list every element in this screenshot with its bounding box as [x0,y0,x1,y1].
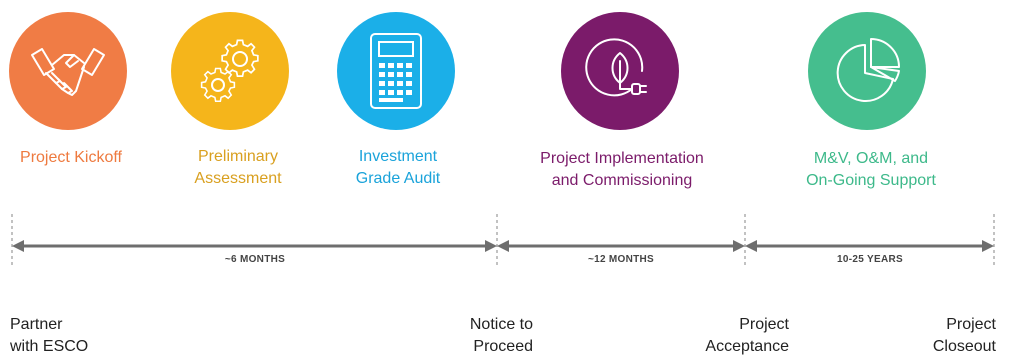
pie-chart-icon [836,38,900,102]
phase-label-investment: Investment Grade Audit [355,148,441,187]
milestone-notice-to-proceed: Notice to Proceed [469,316,533,355]
phase-circle-implementation [561,12,679,130]
milestone-project-closeout: Project Closeout [932,316,996,355]
phase-circle-kickoff [9,12,127,130]
phase-circle-investment [337,12,455,130]
calculator-icon [370,33,422,109]
phase-label-implementation: Project Implementation and Commissioning [540,150,704,189]
phase-label-support: M&V, O&M, and On-Going Support [806,150,936,189]
handshake-icon [31,48,105,96]
phase-circle-support [808,12,926,130]
timeline [11,214,995,268]
phase-label-kickoff: Project Kickoff [20,149,122,166]
milestone-project-acceptance: Project Acceptance [705,316,789,355]
milestone-partner: Partner with ESCO [10,316,89,355]
phase-label-preliminary: Preliminary Assessment [194,148,282,187]
gears-icon [200,39,259,103]
duration-label-12-months: ~12 MONTHS [587,254,655,265]
phase-circle-preliminary [171,12,289,130]
leaf-plug-icon [585,38,647,97]
duration-label-10-25-years: 10-25 YEARS [837,254,903,265]
duration-label-6-months: ~6 MONTHS [224,254,286,265]
